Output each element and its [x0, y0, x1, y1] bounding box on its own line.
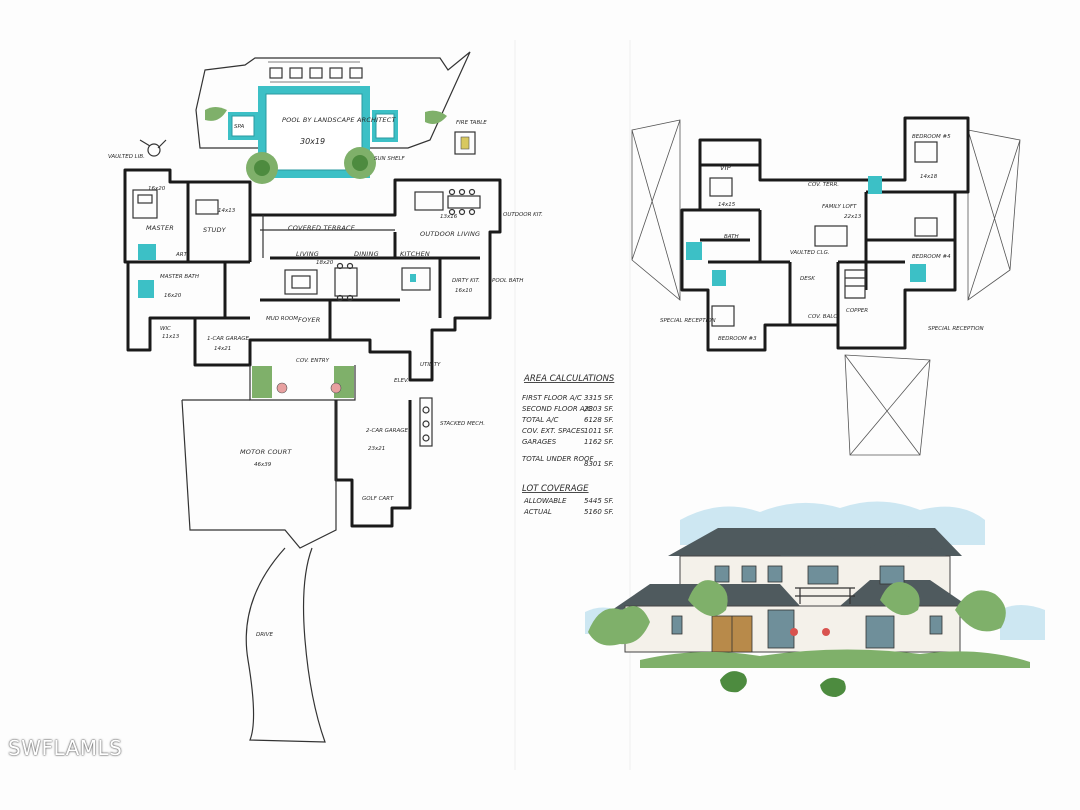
bedroom-3-label: BEDROOM #3 — [718, 336, 757, 342]
area-row-label: TOTAL UNDER ROOF — [522, 455, 594, 463]
elev-label: ELEV. — [394, 378, 409, 384]
lot-row-value: 5445 SF. — [584, 497, 614, 505]
special-reception-right-label: SPECIAL RECEPTION — [928, 326, 984, 332]
art-label: ART — [175, 252, 188, 258]
master-bath-dims: 16x20 — [164, 293, 182, 299]
dirty-kit-label: DIRTY KIT. — [452, 278, 480, 284]
outdoor-dining-set — [414, 188, 481, 216]
cov-balc-label: COV. BALC. — [808, 314, 839, 320]
second-floor-plan: VIP 14x15 BEDROOM #5 14x18 COV. TERR. FA… — [631, 116, 1021, 456]
living-furniture — [284, 262, 431, 302]
motor-court-label: MOTOR COURT — [240, 448, 292, 456]
lot-row-value: 5160 SF. — [584, 508, 614, 516]
dirty-kit-dims: 16x10 — [455, 288, 473, 294]
spa-label: SPA — [234, 124, 245, 130]
covered-terrace-label: COVERED TERRACE — [288, 224, 356, 232]
vip-dims: 14x15 — [718, 202, 736, 208]
living-label: LIVING — [296, 250, 319, 258]
dining-label: DINING — [354, 250, 379, 258]
outdoor-living-label: OUTDOOR LIVING — [420, 230, 480, 238]
area-row-label: COV. EXT. SPACES — [522, 427, 585, 435]
area-row-label: FIRST FLOOR A/C — [522, 394, 582, 402]
pool-deck-chairs — [269, 67, 363, 79]
area-row-value: 6128 SF. — [584, 416, 614, 424]
pool: POOL BY LANDSCAPE ARCHITECT 30x19 SPA — [228, 86, 398, 178]
wic-dims: 11x13 — [162, 334, 180, 340]
cov-entry-label: COV. ENTRY — [296, 358, 330, 364]
pool-label: POOL BY LANDSCAPE ARCHITECT — [282, 116, 396, 124]
bedroom-4-label: BEDROOM #4 — [912, 254, 951, 260]
area-calc-title: AREA CALCULATIONS — [523, 374, 615, 384]
area-calculations: AREA CALCULATIONS FIRST FLOOR A/C 3315 S… — [522, 374, 615, 516]
foyer-label: FOYER — [298, 316, 320, 324]
master-dims: 16x20 — [148, 186, 166, 192]
master-label: MASTER — [146, 224, 174, 232]
garage-1-label: 1-CAR GARAGE — [207, 336, 250, 342]
bath-a-label: BATH — [724, 234, 739, 240]
garage-2-dims: 23x21 — [368, 446, 385, 452]
study-label: STUDY — [203, 226, 227, 234]
copper-label: COPPER — [846, 308, 868, 314]
outdoor-kit-label: OUTDOOR KIT. — [503, 212, 543, 218]
lot-row-label: ALLOWABLE — [523, 497, 567, 505]
vip-label: VIP — [720, 164, 731, 172]
garage-2-label: 2-CAR GARAGE — [366, 428, 409, 434]
kitchen-label: KITCHEN — [400, 250, 430, 258]
master-bath-label: MASTER BATH — [160, 274, 199, 280]
area-row-value: 1162 SF. — [584, 438, 614, 446]
bedroom-5-dims: 14x18 — [920, 174, 938, 180]
area-row-value: 2803 SF. — [584, 405, 614, 413]
golf-cart-label: GOLF CART — [362, 496, 394, 502]
palm-trees — [205, 107, 447, 184]
living-dims: 18x20 — [316, 260, 334, 266]
special-reception-left-label: SPECIAL RECEPTION — [660, 318, 716, 324]
area-row-label: TOTAL A/C — [522, 416, 558, 424]
bedroom-5-label: BEDROOM #5 — [912, 134, 951, 140]
area-row-value: 8301 SF. — [584, 460, 614, 468]
study-dims: 14x13 — [218, 208, 236, 214]
outdoor-living-dims: 13x16 — [440, 214, 458, 220]
vaulted-lib-label: VAULTED LIB. — [108, 154, 145, 160]
first-floor-plan: POOL BY LANDSCAPE ARCHITECT 30x19 SPA FI… — [108, 51, 543, 743]
area-row-label: SECOND FLOOR A/C — [522, 405, 592, 413]
drive-label: DRIVE — [256, 632, 273, 638]
area-row-value: 3315 SF. — [584, 394, 614, 402]
utility-label: UTILITY — [420, 362, 441, 368]
pool-bath-label: POOL BATH — [492, 278, 523, 284]
family-loft-label: FAMILY LOFT — [822, 204, 857, 210]
cov-terr-label: COV. TERR. — [808, 182, 839, 188]
lot-coverage-title: LOT COVERAGE — [522, 484, 589, 494]
lot-row-label: ACTUAL — [523, 508, 552, 516]
area-row-label: GARAGES — [522, 438, 557, 446]
desk-label: DESK — [800, 276, 815, 282]
garage-1-dims: 14x21 — [214, 346, 231, 352]
family-loft-dims: 22x13 — [844, 214, 862, 220]
wic-label: WIC — [160, 326, 171, 332]
stacked-mech-label: STACKED MECH. — [440, 421, 485, 427]
vaulted-clg-label: VAULTED CLG. — [790, 250, 830, 256]
fire-table-label: FIRE TABLE — [456, 120, 487, 126]
front-elevation-sketch — [585, 501, 1045, 697]
sun-shelf-label: SUN SHELF — [374, 156, 406, 162]
mls-watermark: SWFLAMLS — [8, 736, 123, 760]
motor-court-dims: 46x39 — [254, 462, 272, 468]
area-row-value: 1011 SF. — [584, 427, 614, 435]
mud-room-label: MUD ROOM — [266, 316, 298, 322]
pool-dims: 30x19 — [300, 137, 325, 146]
